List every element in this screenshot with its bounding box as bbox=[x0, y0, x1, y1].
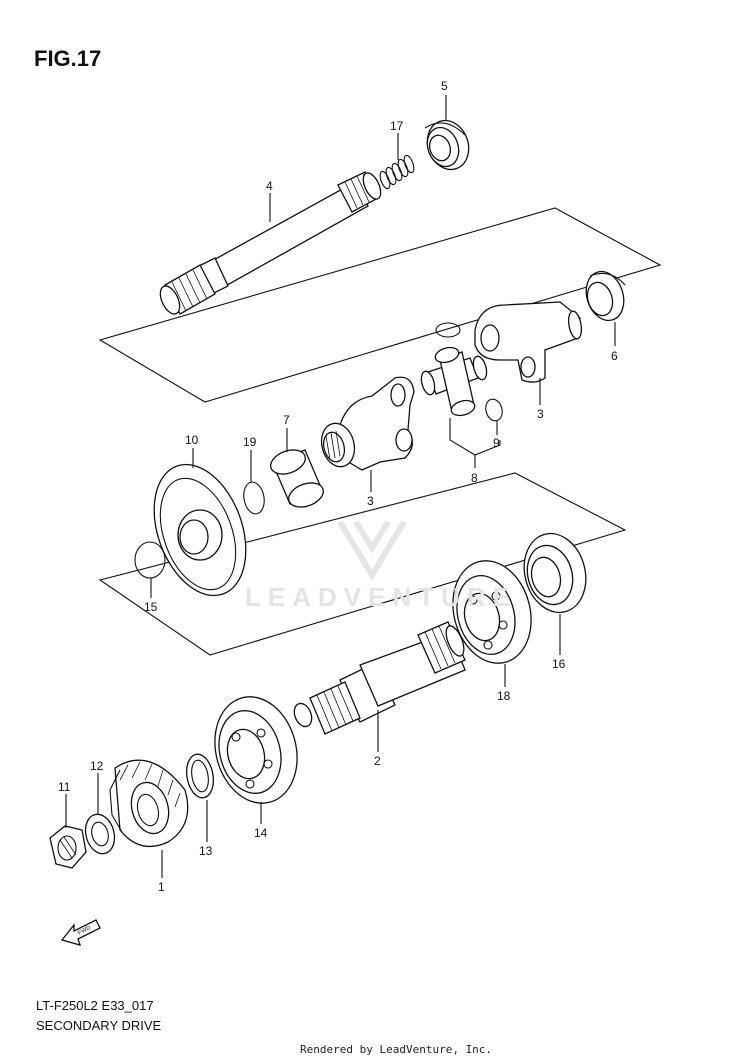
part-19-circlip bbox=[243, 481, 265, 515]
callout-10: 10 bbox=[185, 433, 199, 447]
part-5-boot bbox=[424, 119, 470, 171]
group-frame-lower bbox=[98, 472, 627, 656]
figure-title: FIG.17 bbox=[34, 46, 102, 71]
callout-14: 14 bbox=[254, 826, 268, 840]
watermark-logo bbox=[337, 520, 407, 581]
part-16-bearing bbox=[523, 532, 587, 614]
part-8-universal-joint bbox=[420, 346, 488, 417]
callout-3: 3 bbox=[367, 494, 374, 508]
callout-labels: 5 17 4 6 3 9 8 3 10 19 7 15 16 18 2 14 1… bbox=[58, 79, 618, 894]
part-4-propeller-shaft bbox=[159, 171, 382, 315]
part-15-o-ring bbox=[134, 541, 166, 579]
group-frame-upper bbox=[98, 207, 662, 403]
drawing-name: SECONDARY DRIVE bbox=[36, 1018, 162, 1033]
fwd-arrow-icon: FWD bbox=[60, 919, 101, 946]
part-11-nut bbox=[49, 825, 87, 869]
leader-lines bbox=[65, 95, 616, 878]
callout-11: 11 bbox=[58, 780, 71, 794]
part-14-ball-bearing bbox=[214, 696, 298, 804]
callout-8: 8 bbox=[471, 471, 478, 485]
part-1-bevel-gear bbox=[109, 759, 189, 848]
part-2-drive-shaft bbox=[293, 621, 466, 735]
circlip-upper bbox=[435, 322, 461, 338]
watermark-text: LEADVENTURE bbox=[245, 582, 518, 612]
part-3-yoke-upper bbox=[474, 301, 583, 383]
rendered-by-footer: Rendered by LeadVenture, Inc. bbox=[300, 1043, 493, 1056]
part-12-washer bbox=[84, 813, 116, 855]
callout-6: 6 bbox=[611, 349, 618, 363]
callout-18: 18 bbox=[497, 689, 511, 703]
callout-3: 3 bbox=[537, 407, 544, 421]
callout-15: 15 bbox=[144, 600, 158, 614]
part-9-circlip bbox=[485, 398, 503, 422]
callout-4: 4 bbox=[266, 179, 273, 193]
drawing-code: LT-F250L2 E33_017 bbox=[36, 998, 154, 1013]
callout-9: 9 bbox=[493, 436, 500, 450]
part-18-ball-bearing bbox=[452, 560, 532, 664]
callout-1: 1 bbox=[158, 880, 165, 894]
part-3-yoke-lower bbox=[320, 376, 415, 471]
part-7-sleeve bbox=[270, 449, 324, 508]
part-17-spring bbox=[379, 154, 415, 190]
callout-2: 2 bbox=[374, 754, 381, 768]
callout-13: 13 bbox=[199, 844, 213, 858]
callout-19: 19 bbox=[243, 435, 257, 449]
part-13-shim bbox=[185, 753, 215, 799]
callout-12: 12 bbox=[90, 759, 104, 773]
callout-7: 7 bbox=[283, 413, 290, 427]
callout-5: 5 bbox=[441, 79, 448, 93]
part-6-oil-seal bbox=[585, 270, 626, 322]
callout-17: 17 bbox=[390, 119, 404, 133]
callout-16: 16 bbox=[552, 657, 566, 671]
part-10-bearing-plate bbox=[153, 463, 247, 597]
